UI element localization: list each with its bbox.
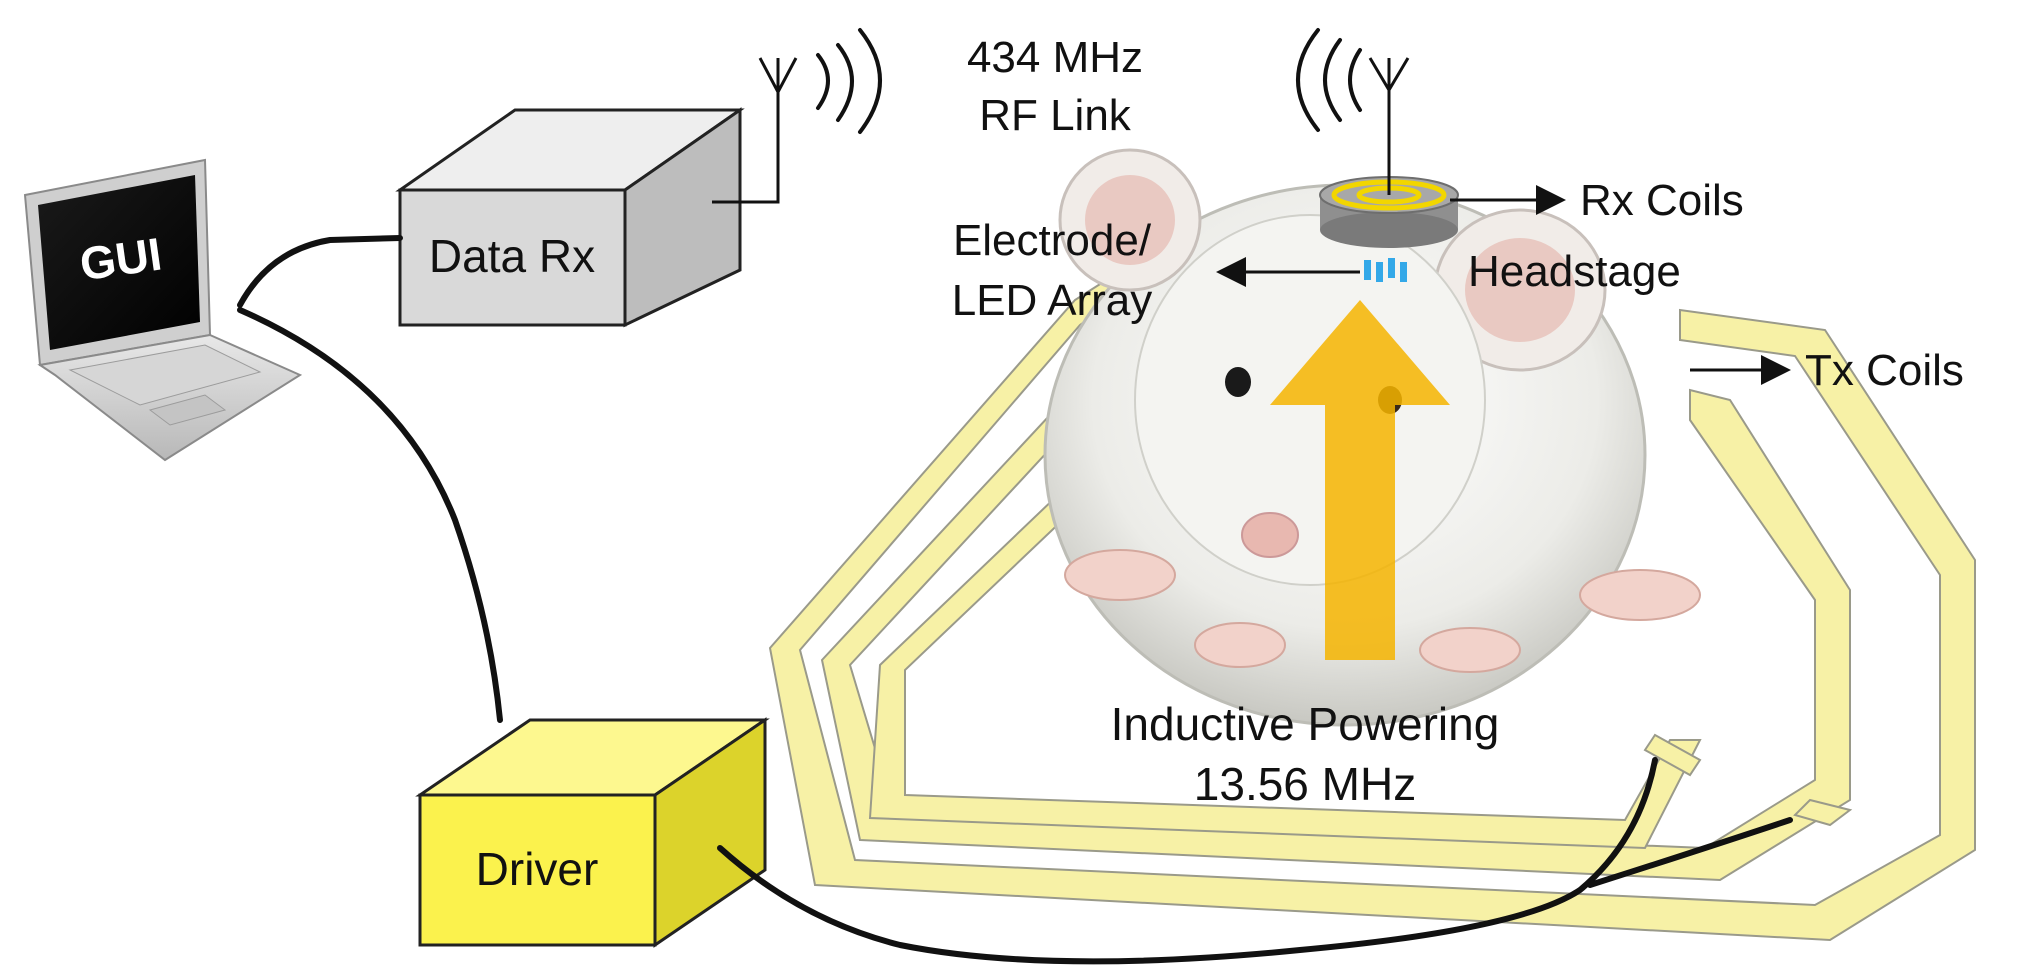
data-rx-box <box>395 57 798 328</box>
tx-coil-terminal <box>1643 733 1702 777</box>
cable-laptop-to-driver <box>237 307 503 723</box>
inductive-power-arrow <box>1270 300 1450 660</box>
gui-label: GUI <box>77 227 165 290</box>
electrode-label-line2: LED Array <box>952 276 1153 325</box>
data-rx-label: Data Rx <box>429 230 595 282</box>
cable-driver-to-coil <box>717 757 1658 965</box>
rf-waves-data-rx <box>816 28 882 134</box>
rf-waves-headstage <box>1296 28 1362 132</box>
rx-coils-label: Rx Coils <box>1580 176 1744 225</box>
inductive-powering-label-line1: Inductive Powering <box>1111 698 1500 750</box>
driver-label: Driver <box>476 843 599 895</box>
electrode-label-line1: Electrode/ <box>953 216 1152 265</box>
cable-coil-to-coil <box>1587 817 1793 888</box>
rf-link-label-line2: RF Link <box>979 91 1132 140</box>
driver-box <box>415 717 770 948</box>
cables <box>237 235 1793 965</box>
headstage <box>1319 57 1459 282</box>
tx-coils-label: Tx Coils <box>1805 346 1964 395</box>
inductive-powering-label-line2: 13.56 MHz <box>1194 758 1416 810</box>
laptop-icon <box>23 158 303 462</box>
led-array <box>1364 258 1407 282</box>
antenna-icon <box>758 57 798 96</box>
antenna-icon <box>1368 57 1410 93</box>
headstage-label: Headstage <box>1468 247 1681 296</box>
rf-link-label-line1: 434 MHz <box>967 33 1143 82</box>
tx-coil-terminal <box>1793 798 1853 827</box>
laptop-screen <box>38 175 200 350</box>
cable-laptop-to-data-rx <box>237 235 403 308</box>
